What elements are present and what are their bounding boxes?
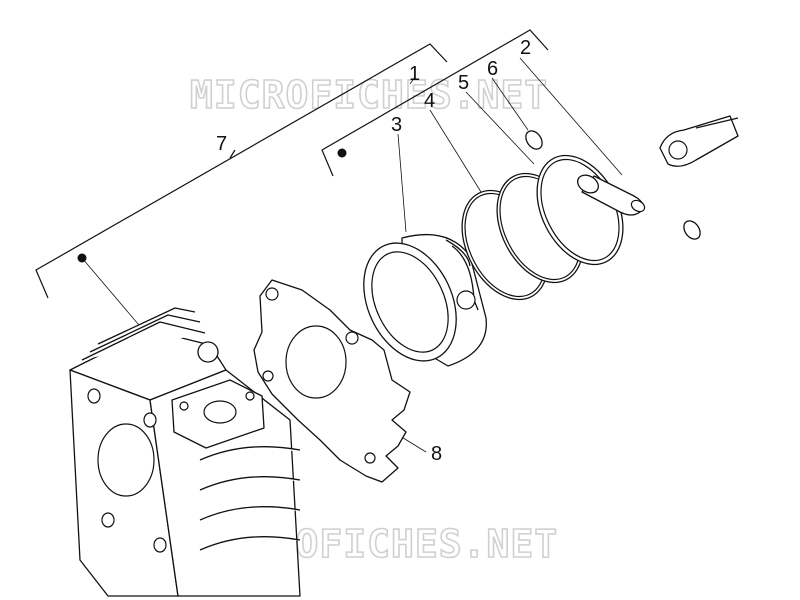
callout-8: 8 bbox=[431, 443, 442, 465]
connecting-rod-end bbox=[659, 115, 739, 167]
piston-part bbox=[363, 234, 487, 367]
circlip-top bbox=[525, 130, 543, 150]
group-dot-1 bbox=[337, 148, 347, 158]
callout-7: 7 bbox=[216, 133, 227, 155]
circlip-bottom bbox=[683, 220, 701, 240]
leader-2 bbox=[519, 57, 623, 176]
leader-6 bbox=[491, 77, 529, 131]
bracket-group-1 bbox=[321, 29, 549, 177]
callout-4: 4 bbox=[424, 90, 435, 112]
leader-8 bbox=[399, 435, 427, 453]
callout-2: 2 bbox=[520, 37, 531, 59]
leader-3 bbox=[397, 133, 407, 233]
callout-6: 6 bbox=[487, 58, 498, 80]
callout-3: 3 bbox=[391, 114, 402, 136]
piston-pin-part bbox=[577, 174, 646, 216]
leader-5 bbox=[465, 91, 535, 165]
callout-5: 5 bbox=[458, 72, 469, 94]
cylinder-part bbox=[69, 307, 301, 597]
callout-1: 1 bbox=[409, 63, 420, 85]
gasket-part bbox=[253, 279, 411, 483]
leader-4 bbox=[429, 109, 487, 201]
